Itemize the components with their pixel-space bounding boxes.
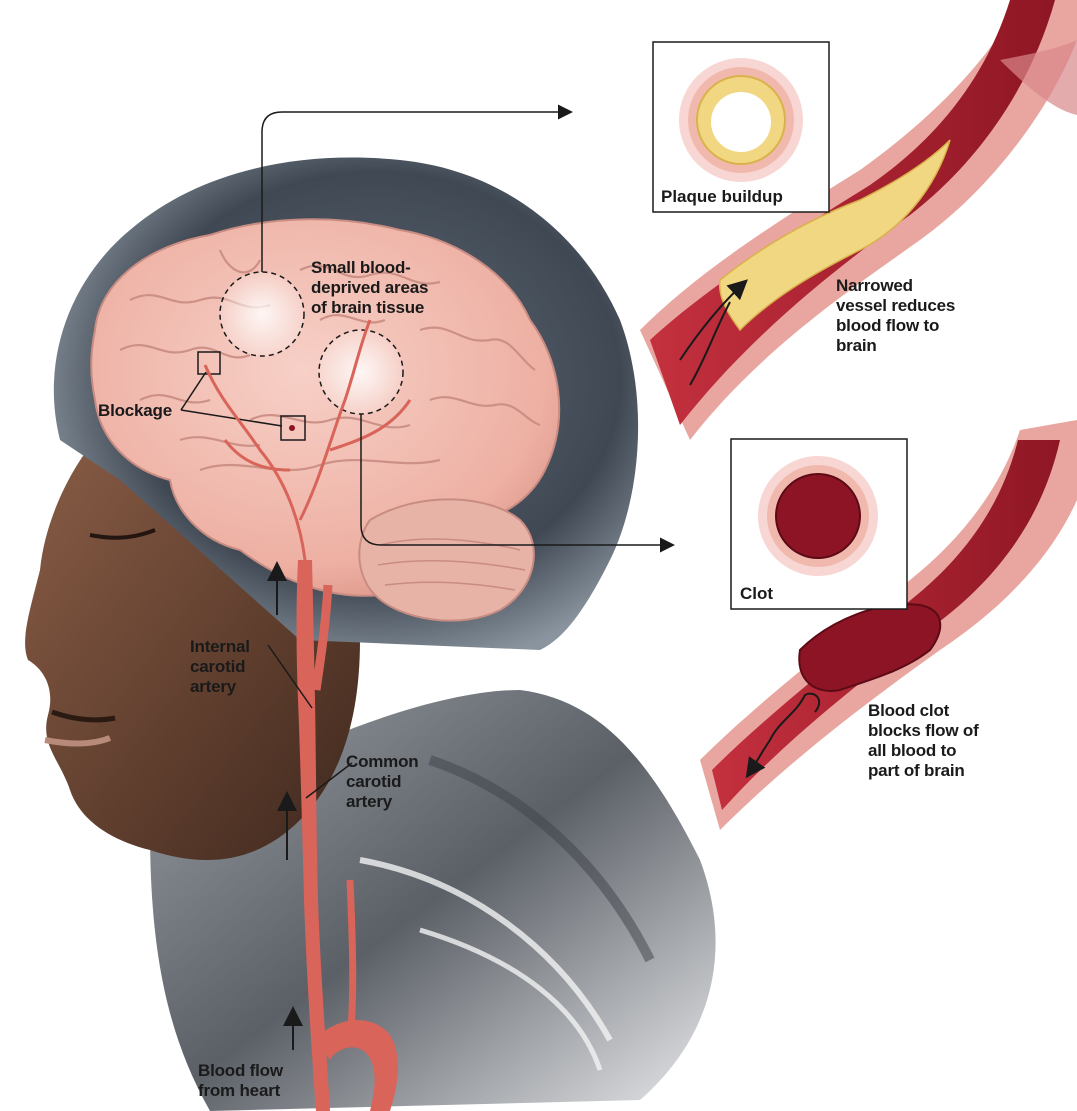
plaque-inset-caption: Plaque buildup [657, 187, 787, 207]
clot-inset-caption: Clot [736, 584, 777, 604]
label-common-carotid: Common carotid artery [346, 752, 418, 812]
cerebellum [359, 499, 534, 620]
clot-mass [799, 604, 940, 691]
label-blood-clot: Blood clot blocks flow of all blood to p… [868, 701, 979, 781]
label-internal-carotid: Internal carotid artery [190, 637, 250, 697]
label-small-blood-deprived: Small blood- deprived areas of brain tis… [311, 258, 428, 318]
deprived-area-1 [220, 272, 304, 356]
label-blockage: Blockage [98, 401, 172, 421]
internal-carotid-artery [297, 560, 316, 700]
label-narrowed-vessel: Narrowed vessel reduces blood flow to br… [836, 276, 955, 356]
label-blood-flow: Blood flow from heart [198, 1061, 283, 1101]
